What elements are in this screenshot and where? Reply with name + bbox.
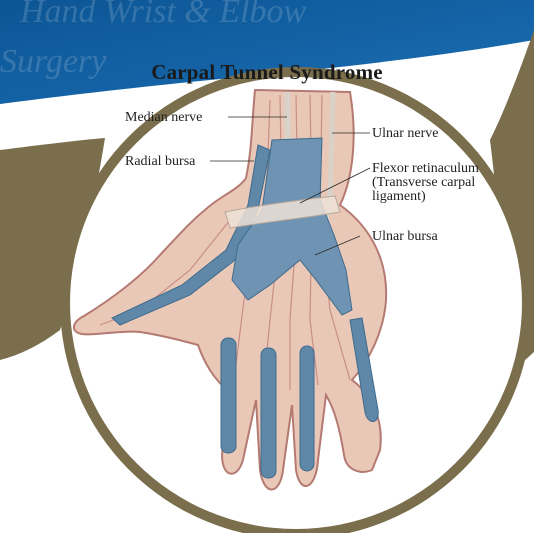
label-median-nerve: Median nerve (125, 111, 202, 125)
label-flexor-retinaculum-line-1: Flexor retinaculum (372, 162, 479, 176)
diagram-title: Carpal Tunnel Syndrome (0, 60, 534, 85)
ring-finger-sheath (300, 346, 314, 471)
label-flexor-retinaculum-line-2: (Transverse carpal (372, 176, 475, 190)
label-ulnar-bursa: Ulnar bursa (372, 230, 438, 244)
middle-finger-sheath (261, 348, 276, 478)
banner-watermark-line-1: Hand Wrist & Elbow (19, 0, 307, 30)
index-finger-sheath (221, 338, 236, 453)
label-radial-bursa: Radial bursa (125, 155, 195, 169)
label-ulnar-nerve: Ulnar nerve (372, 127, 438, 141)
label-flexor-retinaculum-line-3: ligament) (372, 190, 426, 204)
